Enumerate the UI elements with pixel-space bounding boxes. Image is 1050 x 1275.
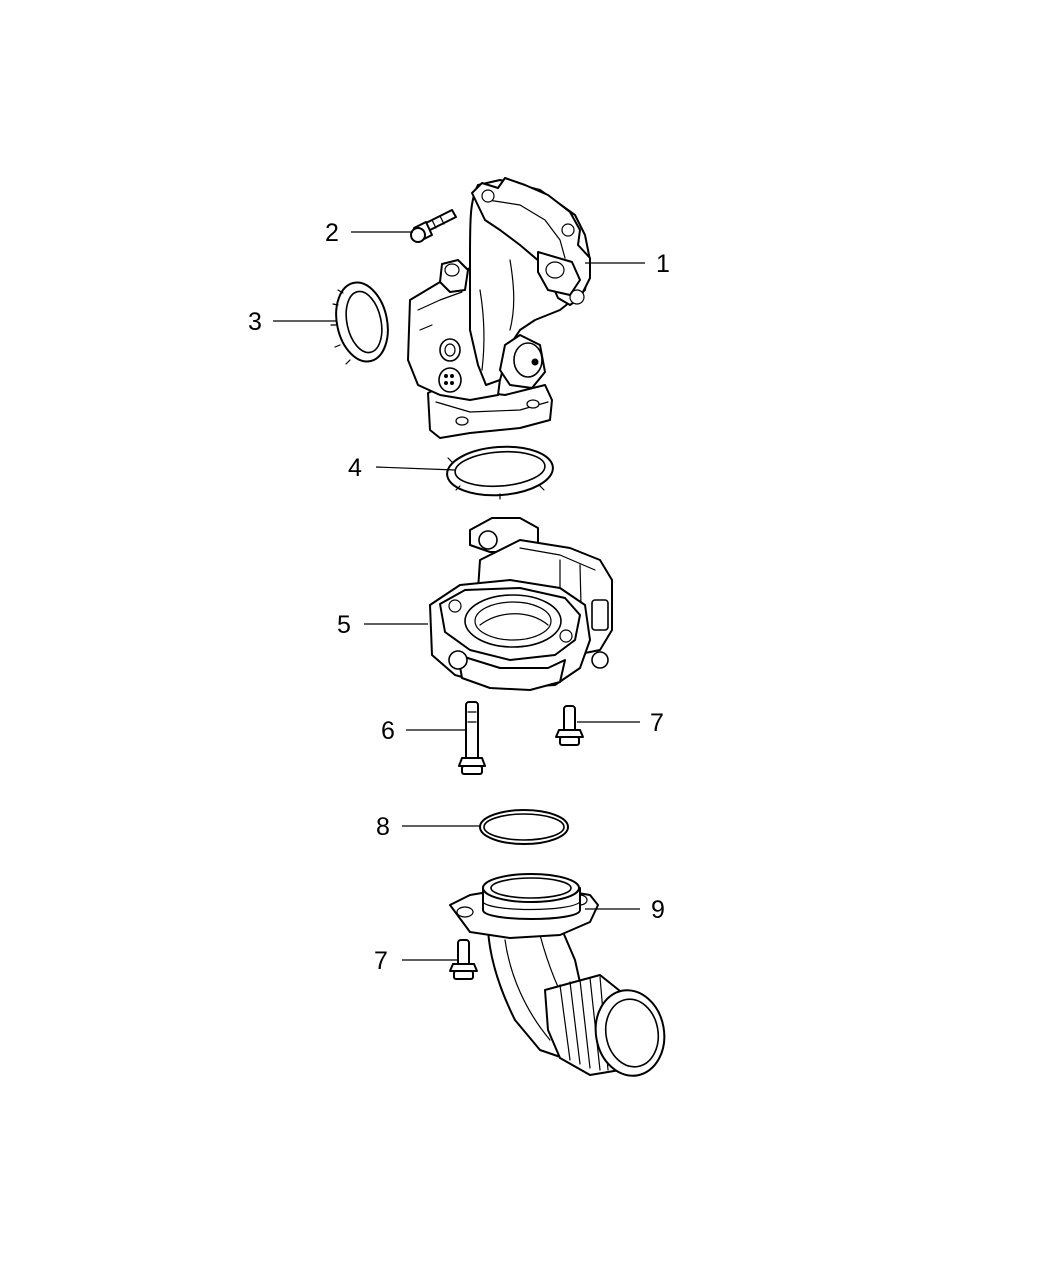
- leader-line-4: [375, 466, 456, 471]
- short-bolt-icon: [449, 939, 478, 980]
- callout-numbers: 1 2 3 4 5 6 7 8 9 7: [248, 219, 670, 975]
- gasket-ring-icon: [446, 445, 554, 500]
- callout-1: 1: [656, 250, 670, 278]
- throttle-body-icon: [429, 517, 613, 691]
- callout-3: 3: [248, 308, 262, 336]
- seal-ring-icon: [330, 281, 389, 365]
- callout-2: 2: [325, 219, 339, 247]
- callout-9: 9: [651, 896, 665, 924]
- callout-6: 6: [381, 717, 395, 745]
- callout-5: 5: [337, 611, 351, 639]
- callout-4: 4: [348, 454, 362, 482]
- bolt-icon: [410, 209, 457, 243]
- o-ring-icon: [479, 809, 569, 845]
- long-bolt-icon: [458, 701, 486, 775]
- callout-8: 8: [376, 813, 390, 841]
- elbow-tube-icon: [449, 873, 666, 1077]
- callout-7-lower: 7: [374, 947, 388, 975]
- short-bolt-icon: [555, 705, 584, 746]
- callout-7-upper: 7: [650, 709, 664, 737]
- leader-lines: [273, 231, 645, 961]
- throttle-housing-adapter-icon: [407, 177, 591, 439]
